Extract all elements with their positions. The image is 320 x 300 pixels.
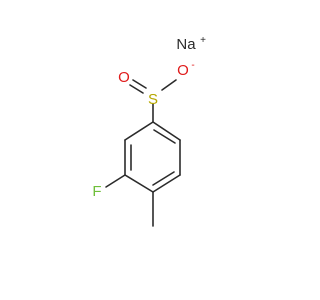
ring-bond-c1-c2 <box>152 121 181 141</box>
sodium-label: Na <box>176 36 196 53</box>
sulfur-label: S <box>148 91 158 108</box>
ring-inner-bond-2 <box>152 171 175 186</box>
fluorine-label: F <box>92 183 101 200</box>
ring-bond-c4-c5 <box>124 174 154 193</box>
oxygen-double-label: O <box>118 69 130 86</box>
bond-s-o-double-a <box>129 84 144 94</box>
bond-c-f <box>105 174 126 188</box>
molecule-drawing: S O O - Na + F <box>92 35 206 227</box>
bond-s-o-single <box>161 79 177 91</box>
ring-bond-c3-c4 <box>152 174 181 193</box>
sodium-positive-charge: + <box>200 35 206 46</box>
structure-canvas: S O O - Na + F <box>92 35 206 227</box>
ring-inner-bond-1 <box>153 129 176 144</box>
oxygen-negative-charge: - <box>191 60 194 71</box>
bond-s-o-double-b <box>132 79 147 89</box>
oxygen-anion-label: O <box>177 62 189 79</box>
ring-bond-c6-c1 <box>124 121 154 141</box>
